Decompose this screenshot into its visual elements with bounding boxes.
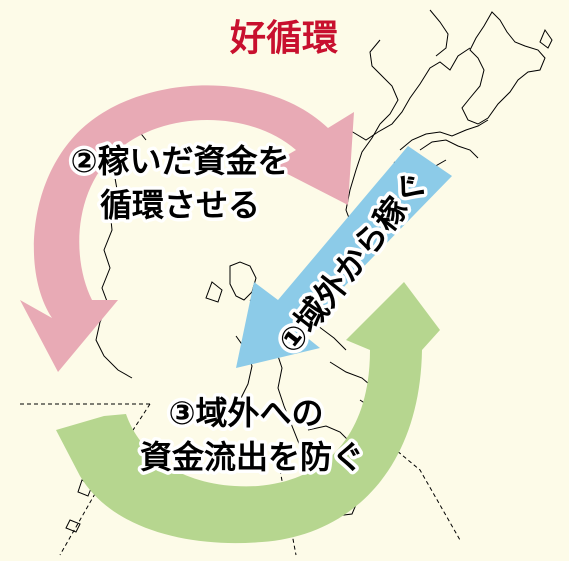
diagram-title: 好循環	[229, 18, 338, 59]
step-3-line-2: 資金流出を防ぐ	[140, 438, 364, 476]
pink-arrow-body	[20, 85, 354, 372]
green-arrow-body	[56, 282, 440, 544]
pink-cycle-arrow	[20, 85, 354, 372]
step-3-label: ③域外への 資金流出を防ぐ	[136, 391, 367, 480]
step-3-line-1: ③域外への	[168, 394, 323, 432]
green-cycle-arrow	[56, 282, 440, 544]
step-2-line-1: ②稼いだ資金を	[70, 142, 289, 180]
step-2-line-2: 循環させる	[100, 186, 260, 224]
step-2-label: ②稼いだ資金を 循環させる	[67, 139, 293, 228]
blue-inflow-arrow	[236, 146, 452, 368]
blue-arrow-body	[236, 146, 452, 368]
